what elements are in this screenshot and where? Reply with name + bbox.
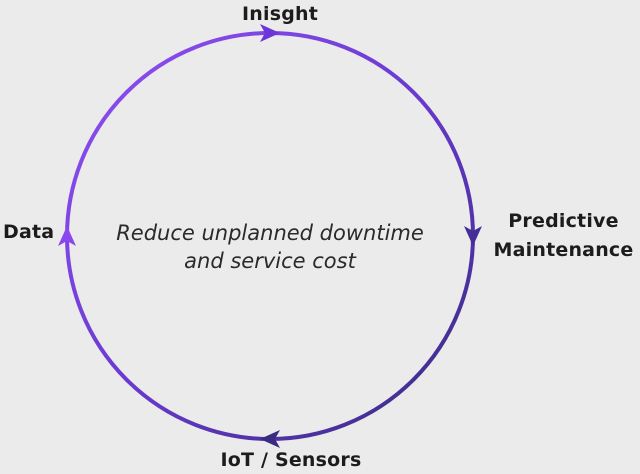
center-caption-line1: Reduce unplanned downtime: [116, 221, 424, 245]
center-caption-line2: and service cost: [184, 249, 356, 274]
node-label-data: Data: [3, 221, 55, 243]
node-label-insight: Inisght: [241, 3, 319, 25]
node-label-iot-sensors: IoT / Sensors: [220, 449, 362, 471]
node-label-predictive-maintenance: Predictive Maintenance: [487, 207, 640, 264]
node-label-predictive-maintenance-line1: Predictive: [508, 210, 619, 232]
arrow-right-direction-top-icon: [260, 24, 280, 42]
arrow-down-direction-right-icon: [464, 226, 482, 246]
arrow-left-direction-bottom-icon: [260, 430, 280, 448]
node-label-predictive-maintenance-line2: Maintenance: [493, 238, 634, 261]
center-caption: Reduce unplanned downtime and service co…: [85, 219, 455, 276]
arrow-up-direction-left-icon: [58, 226, 76, 246]
